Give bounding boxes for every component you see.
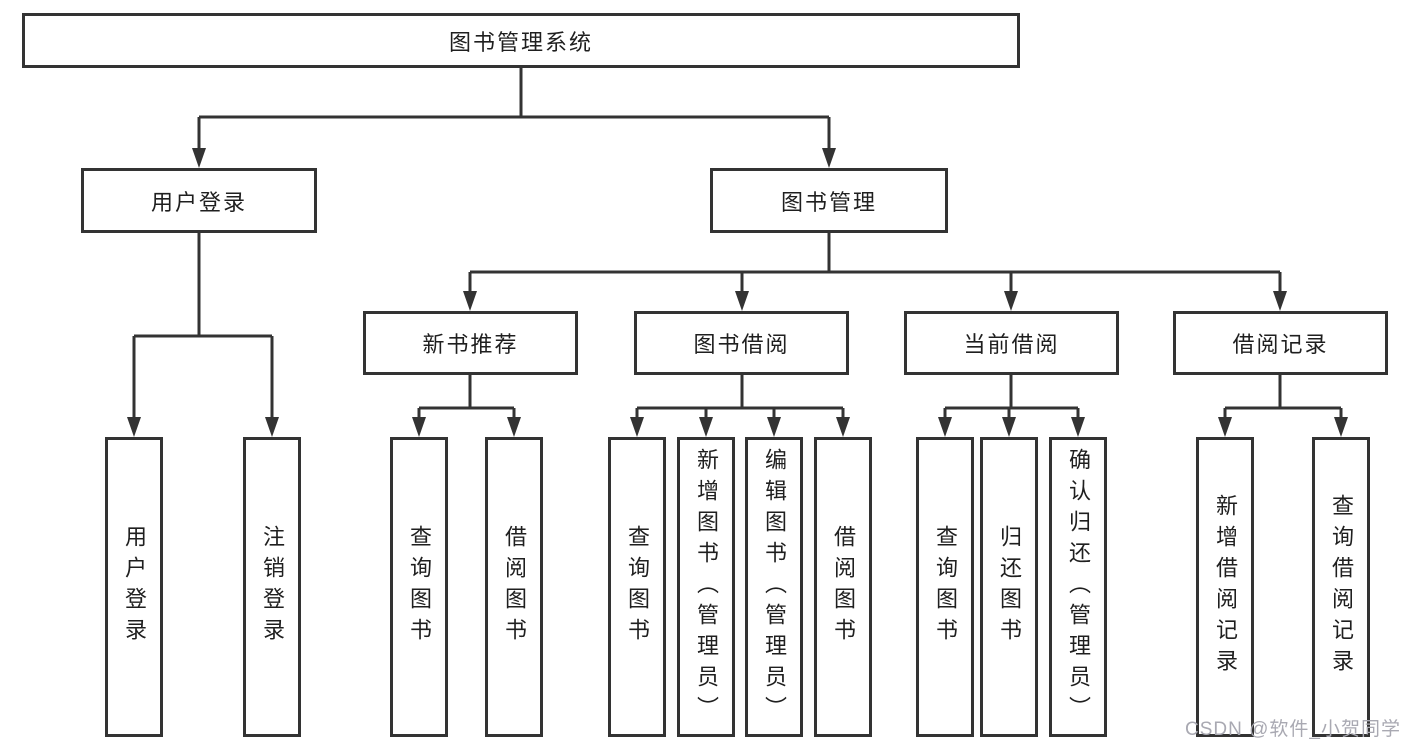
leaf-newbook-borrow-books: 借阅图书 [485, 437, 543, 737]
connector-newbook-to-leaves [417, 375, 516, 420]
connector-userlogin-to-leaves [132, 233, 274, 420]
node-label: 查询图书 [407, 525, 432, 649]
leaf-borrowing-borrow-books: 借阅图书 [814, 437, 872, 737]
leaf-records-query-borrow-record: 查询借阅记录 [1312, 437, 1370, 737]
node-label: 确认归还（管理员） [1066, 447, 1091, 727]
arrowhead-icon [127, 417, 141, 437]
node-label: 新增图书（管理员） [694, 447, 719, 727]
node-new-book-recommendation: 新书推荐 [363, 311, 578, 375]
node-label: 查询图书 [933, 525, 958, 649]
leaf-borrowing-query-books: 查询图书 [608, 437, 666, 737]
arrowhead-icon [1071, 417, 1085, 437]
arrowhead-icon [822, 148, 836, 168]
node-book-management: 图书管理 [710, 168, 948, 233]
leaf-records-add-borrow-record: 新增借阅记录 [1196, 437, 1254, 737]
leaf-current-query-books: 查询图书 [916, 437, 974, 737]
arrowhead-icon [836, 417, 850, 437]
node-label: 查询图书 [625, 525, 650, 649]
arrowhead-icon [699, 417, 713, 437]
connector-records-to-leaves [1223, 375, 1343, 420]
node-label: 图书管理 [780, 189, 877, 215]
leaf-user-login: 用户登录 [105, 437, 163, 737]
node-user-login: 用户登录 [81, 168, 317, 233]
arrowhead-icon [938, 417, 952, 437]
leaf-logout: 注销登录 [243, 437, 301, 737]
arrowhead-icon [735, 291, 749, 311]
node-root-library-management-system: 图书管理系统 [22, 13, 1020, 68]
node-label: 注销登录 [260, 525, 285, 649]
node-label: 借阅图书 [502, 525, 527, 649]
leaf-current-confirm-return-admin: 确认归还（管理员） [1049, 437, 1107, 737]
arrowhead-icon [1334, 417, 1348, 437]
node-borrowing-records: 借阅记录 [1173, 311, 1388, 375]
arrowhead-icon [1002, 417, 1016, 437]
node-label: 编辑图书（管理员） [762, 447, 787, 727]
leaf-current-return-books: 归还图书 [980, 437, 1038, 737]
arrowhead-icon [192, 148, 206, 168]
arrowhead-icon [265, 417, 279, 437]
connector-borrowing-to-leaves [635, 375, 845, 420]
leaf-borrowing-edit-books-admin: 编辑图书（管理员） [745, 437, 803, 737]
node-book-borrowing: 图书借阅 [634, 311, 849, 375]
node-label: 图书管理系统 [448, 29, 593, 55]
connector-bookmgmt-to-level2 [468, 233, 1282, 294]
node-label: 当前借阅 [963, 332, 1060, 357]
arrowhead-icon [1273, 291, 1287, 311]
arrowhead-icon [507, 417, 521, 437]
arrowhead-icon [1004, 291, 1018, 311]
arrowhead-icon [412, 417, 426, 437]
node-label: 用户登录 [122, 525, 147, 649]
node-label: 查询借阅记录 [1329, 494, 1354, 680]
connector-current-to-leaves [943, 375, 1080, 420]
node-current-borrowing: 当前借阅 [904, 311, 1119, 375]
leaf-newbook-query-books: 查询图书 [390, 437, 448, 737]
arrowhead-icon [767, 417, 781, 437]
node-label: 借阅记录 [1232, 332, 1329, 357]
leaf-borrowing-add-books-admin: 新增图书（管理员） [677, 437, 735, 737]
node-label: 新增借阅记录 [1213, 494, 1238, 680]
node-label: 用户登录 [150, 189, 247, 215]
arrowhead-icon [630, 417, 644, 437]
connector-root-to-level1 [197, 68, 831, 151]
watermark: CSDN @软件_小贺同学 [1185, 719, 1401, 740]
node-label: 新书推荐 [422, 332, 519, 357]
node-label: 借阅图书 [831, 525, 856, 649]
node-label: 归还图书 [997, 525, 1022, 649]
arrowhead-icon [463, 291, 477, 311]
arrowhead-icon [1218, 417, 1232, 437]
node-label: 图书借阅 [693, 332, 790, 357]
